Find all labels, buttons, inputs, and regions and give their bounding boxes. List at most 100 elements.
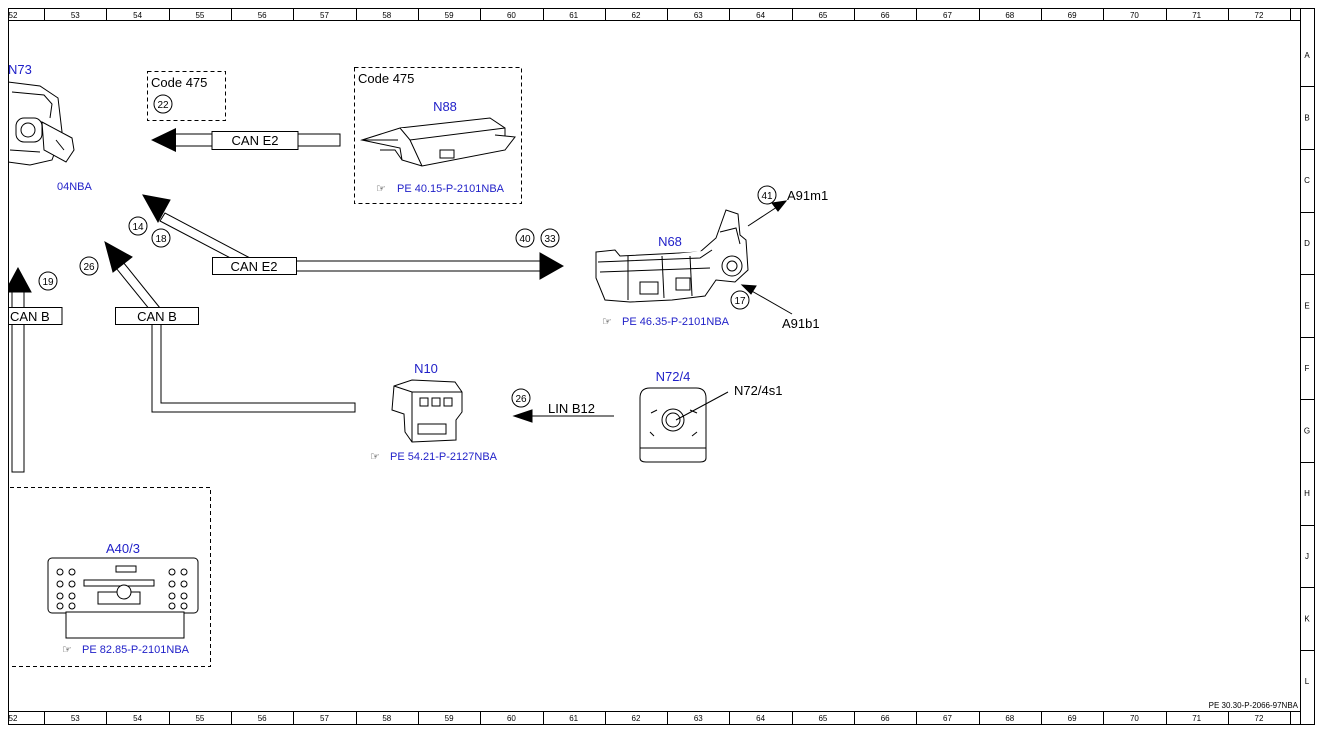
ruler-col-label: 58 — [382, 714, 391, 723]
wire-num-17: 17 — [734, 296, 746, 307]
ruler-col-label: 55 — [195, 11, 204, 20]
ruler-row-label: H — [1304, 489, 1310, 498]
ruler-col-label: 66 — [881, 714, 890, 723]
a91b1-label: A91b1 — [782, 316, 820, 331]
wire-num-22: 22 — [157, 100, 169, 111]
ruler-col-label: 62 — [632, 714, 641, 723]
a40-3-label: A40/3 — [106, 541, 140, 556]
ruler-col-label: 64 — [756, 714, 765, 723]
n88-ref: PE 40.15-P-2101NBA — [397, 183, 505, 195]
can-b-left-bus — [9, 266, 63, 473]
wire-num-26b: 26 — [515, 394, 527, 405]
n88-component: Code 475 N88 ☞ PE 40.15-P-2101NBA — [354, 67, 522, 204]
document-code: PE 30.30-P-2066-97NBA — [1209, 701, 1299, 710]
ruler-col-label: 67 — [943, 714, 952, 723]
a40-3-ref-icon: ☞ — [62, 644, 72, 656]
a91m1-label: A91m1 — [787, 188, 828, 203]
ruler-col-label: 65 — [818, 11, 827, 20]
n68-component: N68 ☞ PE 46.35-P-2101NBA — [595, 209, 749, 328]
ruler-row-label: L — [1305, 677, 1310, 686]
lin-b12-bus — [512, 409, 614, 423]
ruler-col-label: 72 — [1255, 714, 1264, 723]
wire-num-33: 33 — [544, 234, 556, 245]
ruler-row-label: E — [1304, 301, 1309, 310]
n72-4s1-label: N72/4s1 — [734, 383, 782, 398]
switch-panel-icon — [639, 387, 707, 463]
ruler-col-label: 57 — [320, 714, 329, 723]
ruler-row-label: G — [1304, 427, 1310, 436]
row-ruler-right: A B C D E F G H J K L — [1300, 51, 1314, 686]
wire-num-41: 41 — [761, 191, 773, 202]
ignition-lock-icon — [9, 81, 75, 166]
wire-numbers — [38, 185, 777, 408]
a40-3-ref: PE 82.85-P-2101NBA — [82, 644, 190, 656]
ruler-row-label: B — [1304, 114, 1309, 123]
can-e2-mid-label: CAN E2 — [231, 259, 278, 274]
n73-component: N73 04NBA — [9, 62, 93, 193]
ruler-col-label: 59 — [445, 11, 454, 20]
ruler-col-label: 60 — [507, 714, 516, 723]
ruler-col-label: 64 — [756, 11, 765, 20]
lin-b12-label: LIN B12 — [548, 401, 595, 416]
n68-ref-icon: ☞ — [602, 316, 612, 328]
n10-ref: PE 54.21-P-2127NBA — [390, 451, 498, 463]
can-e2-mid-bus — [142, 194, 565, 280]
ruler-col-label: 71 — [1192, 11, 1201, 20]
n88-ref-icon: ☞ — [376, 183, 386, 195]
n88-label: N88 — [433, 99, 457, 114]
ruler-row-label: C — [1304, 176, 1310, 185]
ruler-col-label: 57 — [320, 11, 329, 20]
ruler-col-label: 63 — [694, 714, 703, 723]
ruler-col-label: 56 — [258, 714, 267, 723]
ruler-col-label: 61 — [569, 11, 578, 20]
n72-4-component: N72/4 N72/4s1 — [639, 369, 782, 463]
can-b-mid-bus — [104, 240, 356, 413]
ruler-row-label: A — [1304, 51, 1310, 60]
wire-num-19: 19 — [42, 277, 54, 288]
ruler-col-label: 70 — [1130, 11, 1139, 20]
ruler-col-label: 71 — [1192, 714, 1201, 723]
ruler-col-label: 54 — [133, 714, 142, 723]
head-unit-icon — [47, 557, 199, 639]
ruler-col-label: 53 — [71, 714, 80, 723]
ruler-row-label: D — [1304, 239, 1310, 248]
ruler-col-label: 58 — [382, 11, 391, 20]
code475-box: Code 475 22 — [147, 71, 226, 121]
ruler-row-label: F — [1305, 364, 1310, 373]
frame — [8, 8, 1315, 725]
wire-num-18: 18 — [155, 234, 167, 245]
can-e2-top-label: CAN E2 — [232, 133, 279, 148]
ruler-col-label: 65 — [818, 714, 827, 723]
n72-4-label: N72/4 — [656, 369, 691, 384]
ruler-col-label: 69 — [1068, 11, 1077, 20]
n68-ref: PE 46.35-P-2101NBA — [622, 316, 730, 328]
n88-code: Code 475 — [358, 71, 414, 86]
ruler-row-label: K — [1304, 614, 1310, 623]
n10-component: N10 ☞ PE 54.21-P-2127NBA — [370, 361, 498, 463]
n10-label: N10 — [414, 361, 438, 376]
wire-num-40: 40 — [519, 234, 531, 245]
ruler-col-label: 54 — [133, 11, 142, 20]
callout-arrows — [740, 200, 793, 315]
ruler-col-label: 72 — [1255, 11, 1264, 20]
wire-num-26a: 26 — [83, 262, 95, 273]
ruler-col-label: 68 — [1005, 11, 1014, 20]
code475-box-label: Code 475 — [151, 75, 207, 90]
ruler-row-label: J — [1305, 552, 1309, 561]
ruler-col-label: 56 — [258, 11, 267, 20]
ruler-col-label: 60 — [507, 11, 516, 20]
can-e2-top-bus: CAN E2 — [151, 128, 341, 152]
can-b-mid-label: CAN B — [137, 309, 177, 324]
ruler-col-label: 63 — [694, 11, 703, 20]
ruler-col-label: 62 — [632, 11, 641, 20]
ruler-col-label: 53 — [71, 11, 80, 20]
a40-3-component: A40/3 ☞ PE 82.85-P-2101NBA — [10, 487, 211, 667]
wire-num-14: 14 — [132, 222, 144, 233]
antenna-module-icon — [360, 117, 516, 167]
ruler-col-label: 52 — [9, 11, 18, 20]
ruler-col-label: 52 — [9, 714, 18, 723]
ruler-col-label: 70 — [1130, 714, 1139, 723]
ruler-col-label: 68 — [1005, 714, 1014, 723]
